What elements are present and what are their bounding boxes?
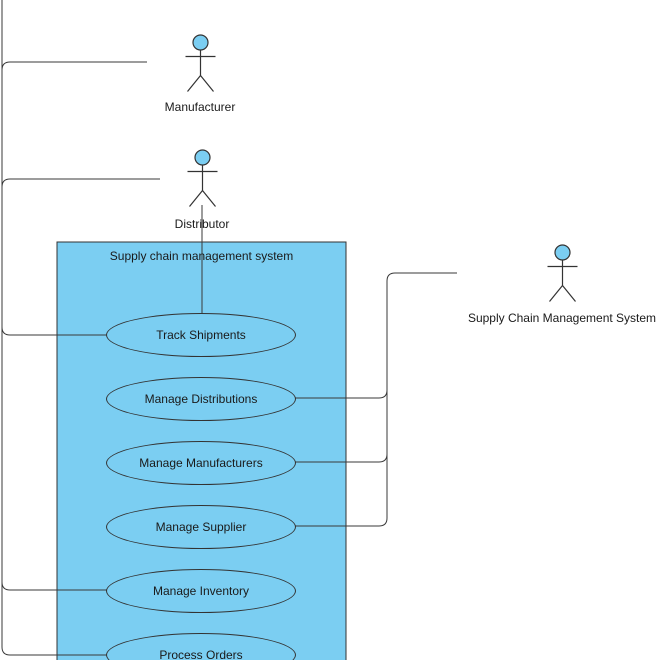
use-case-track-shipments[interactable]: Track Shipments (106, 313, 296, 357)
use-case-manage-distributions[interactable]: Manage Distributions (106, 377, 296, 421)
use-case-manage-manufacturers[interactable]: Manage Manufacturers (106, 441, 296, 485)
right-connector-channel (294, 272, 457, 527)
actor-body-icon (547, 260, 578, 302)
use-case-label: Manage Supplier (155, 520, 247, 534)
actor-label-manufacturer: Manufacturer (164, 100, 236, 114)
connector-to-distributor (1, 178, 160, 188)
connector-to-track-shipments (1, 326, 107, 336)
connector-manage-distributions-scms (294, 389, 388, 399)
actor-head-icon (194, 149, 211, 166)
use-case-label: Manage Manufacturers (139, 456, 263, 470)
actor-head-icon (554, 244, 571, 261)
actor-body-icon (185, 50, 216, 92)
actor-body-icon (187, 165, 218, 207)
actor-scms-figure[interactable] (547, 244, 578, 302)
use-case-manage-inventory[interactable]: Manage Inventory (106, 569, 296, 613)
actor-head-icon (192, 34, 209, 51)
actor-manufacturer-figure[interactable] (185, 34, 216, 92)
use-case-label: Process Orders (159, 648, 243, 660)
actor-label-scms: Supply Chain Management System (467, 311, 657, 325)
actor-distributor-figure[interactable] (187, 149, 218, 207)
use-case-manage-supplier[interactable]: Manage Supplier (106, 505, 296, 549)
connector-to-manufacturer (1, 61, 147, 71)
use-case-label: Manage Distributions (144, 392, 258, 406)
connector-manage-manufacturers-scms (294, 453, 388, 463)
use-case-label: Manage Inventory (152, 584, 250, 598)
connector-manage-supplier-scms (294, 272, 457, 527)
use-case-label: Track Shipments (156, 328, 246, 342)
system-boundary-title: Supply chain management system (109, 249, 294, 263)
connector-to-process-orders (1, 646, 107, 656)
left-connector-channel (1, 0, 160, 656)
actor-label-distributor: Distributor (174, 217, 230, 231)
connector-to-manage-inventory (1, 581, 107, 591)
